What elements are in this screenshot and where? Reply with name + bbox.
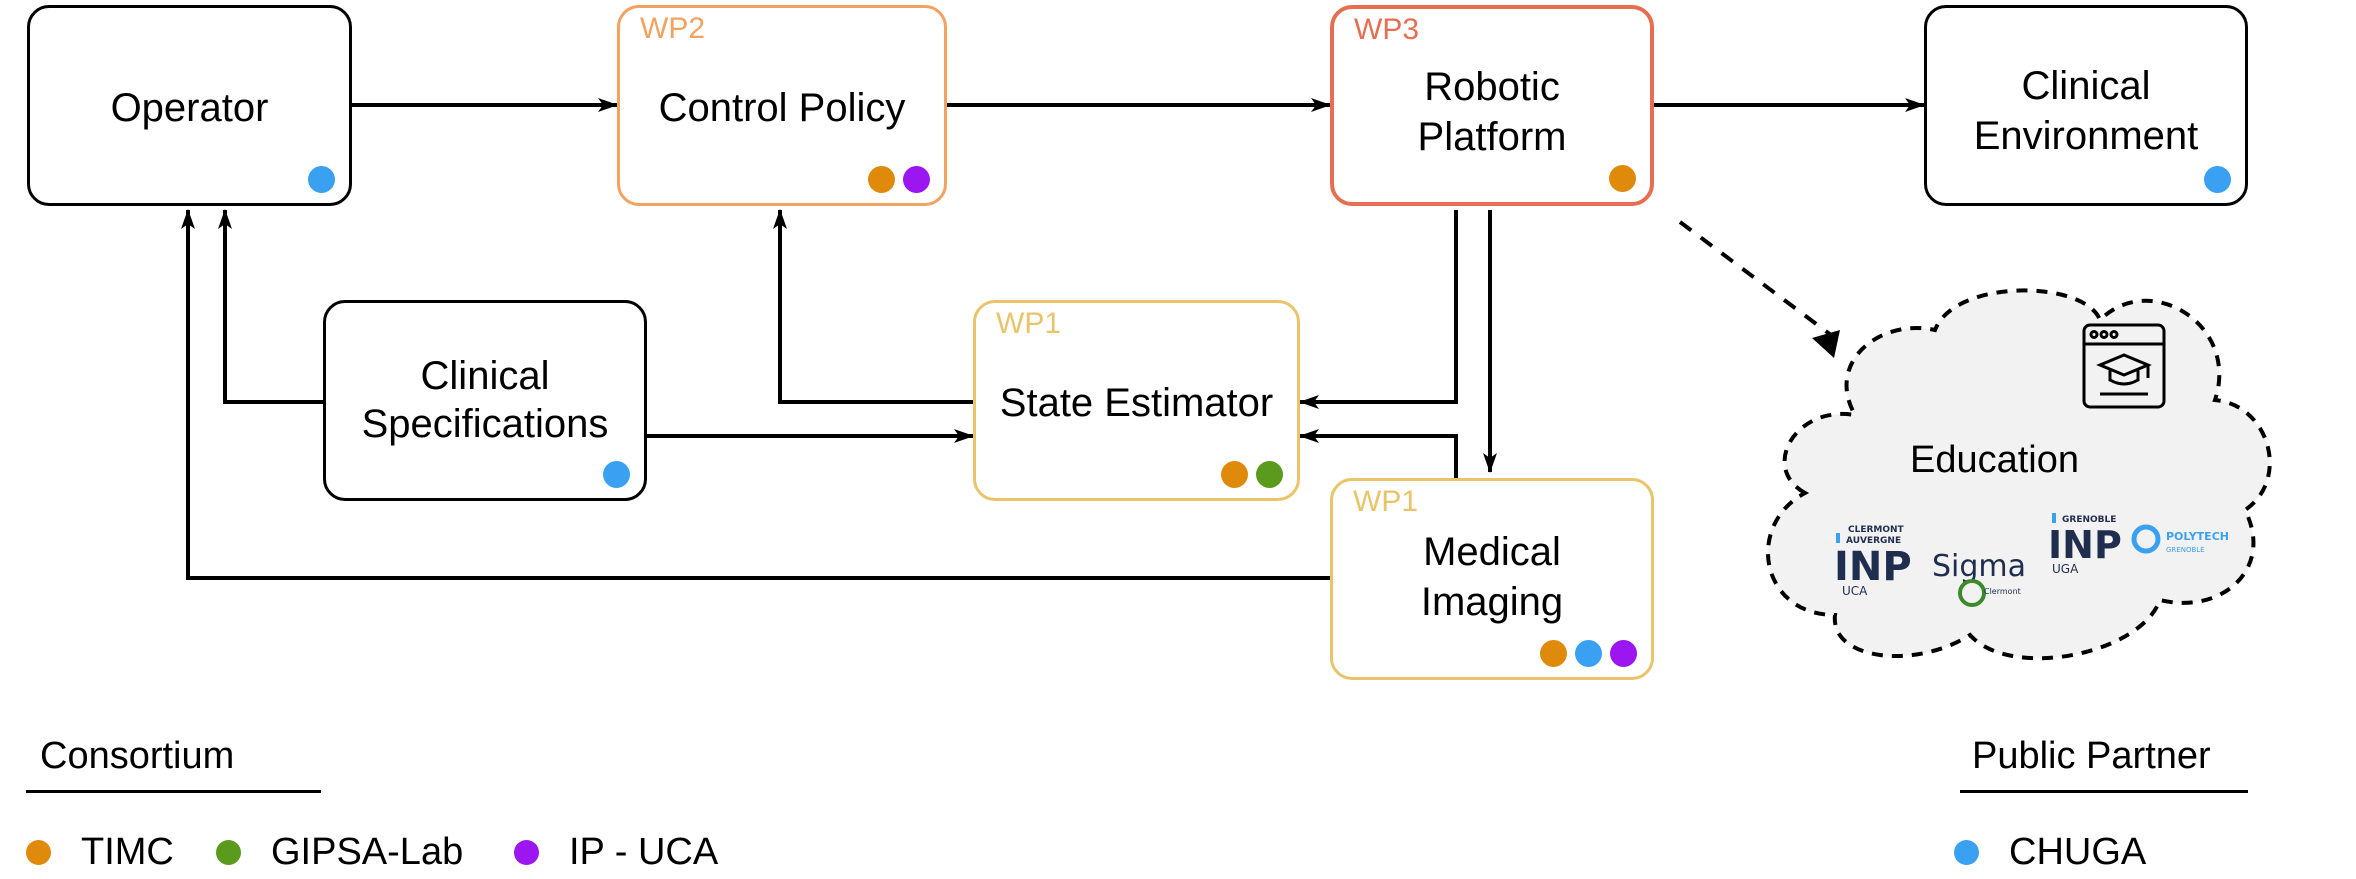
wp2-tag: WP2 [640,12,706,45]
chuga-dot [1575,640,1602,667]
svg-text:INP: INP [1834,544,1912,590]
robotic-platform-label-line1: Robotic [1424,65,1560,109]
wp1-tag: WP1 [996,307,1062,340]
grenoble-inp-logo: GRENOBLE INP UGA [2048,513,2122,576]
edge-specifications-to-operator [218,209,323,404]
operator-node[interactable]: Operator [27,5,352,206]
timc-dot [1221,461,1248,488]
timc-dot [868,166,895,193]
public-partner-title: Public Partner [1972,735,2211,777]
edge-medical-imaging-to-operator [181,209,1330,580]
clermont-auvergne-inp-logo: CLERMONT AUVERGNE INP UCA [1834,525,1912,598]
polytech-grenoble-logo: POLYTECH GRENOBLE [2131,524,2229,554]
edge-robotic-platform-to-education [1678,220,1837,340]
svg-text:GRENOBLE: GRENOBLE [2166,546,2205,554]
state-estimator-node[interactable]: WP1 State Estimator [973,300,1300,501]
medical-imaging-label-line1: Medical [1423,530,1561,574]
legend-item-gipsa-lab: GIPSA-Lab [216,830,463,874]
svg-text:Sigma: Sigma [1932,549,2026,584]
robotic-platform-label-line2: Platform [1417,115,1567,159]
legend-label-gipsa-lab: GIPSA-Lab [271,831,464,873]
svg-text:UGA: UGA [2052,562,2079,576]
legend-item-ip-uca: IP - UCA [514,830,718,874]
partner-dots [1540,640,1637,667]
legend-label-ip-uca: IP - UCA [569,831,719,873]
clinical-specifications-label-line1: Clinical [420,354,550,398]
clinical-specifications-label-line2: Specifications [361,402,609,446]
edge-robotic-platform-to-state-estimator [1299,210,1458,409]
control-policy-node[interactable]: WP2 Control Policy [617,5,947,206]
svg-text:POLYTECH: POLYTECH [2166,530,2229,543]
operator-label: Operator [110,86,269,130]
partner-dots [603,461,630,488]
chuga-dot [603,461,630,488]
state-estimator-label: State Estimator [999,381,1274,425]
education-cloud [1766,288,2272,661]
wp1-tag: WP1 [1353,485,1419,518]
legend-label-chuga: CHUGA [2009,831,2147,873]
edge-state-estimator-to-control-policy [773,209,973,404]
medical-imaging-node[interactable]: WP1 Medical Imaging [1330,478,1654,680]
wp3-tag: WP3 [1354,13,1420,46]
graduation-browser-icon [2082,323,2166,409]
timc-dot [1609,165,1636,192]
gipsa-lab-dot [216,839,241,865]
chuga-dot [308,166,335,193]
consortium-underline [26,790,321,793]
education-label: Education [1910,439,2080,481]
partner-dots [1609,165,1636,192]
medical-imaging-label-line2: Imaging [1420,580,1564,624]
legend-item-chuga: CHUGA [1954,830,2146,874]
clinical-environment-label-line2: Environment [1973,114,2199,158]
partner-dots [1221,461,1283,488]
svg-text:UCA: UCA [1842,584,1868,598]
svg-text:Clermont: Clermont [1984,587,2021,596]
clinical-environment-label-line1: Clinical [2021,64,2151,108]
sigma-clermont-logo: Sigma Clermont [1932,549,2026,607]
svg-text:CLERMONT: CLERMONT [1848,525,1905,535]
gipsa-lab-dot [1256,461,1283,488]
clinical-environment-node[interactable]: Clinical Environment [1924,5,2248,206]
partner-dots [868,166,930,193]
robotic-platform-node[interactable]: WP3 Robotic Platform [1330,5,1654,206]
chuga-dot [1954,839,1979,865]
legend-label-timc: TIMC [81,831,174,873]
consortium-title: Consortium [40,735,235,777]
partner-dots [2204,166,2231,193]
ip-uca-dot [514,839,539,865]
clinical-specifications-node[interactable]: Clinical Specifications [323,300,647,501]
chuga-dot [2204,166,2231,193]
education-arrowhead [1812,330,1840,358]
svg-text:INP: INP [2048,523,2122,567]
svg-text:AUVERGNE: AUVERGNE [1846,536,1901,546]
timc-dot [26,839,51,865]
partner-dots [308,166,335,193]
legend-item-timc: TIMC [26,830,174,874]
edge-medical-imaging-to-state-estimator [1299,429,1458,478]
ip-uca-dot [1610,640,1637,667]
svg-text:GRENOBLE: GRENOBLE [2062,515,2116,525]
public-partner-underline [1960,790,2248,793]
ip-uca-dot [903,166,930,193]
control-policy-label: Control Policy [658,86,906,130]
timc-dot [1540,640,1567,667]
